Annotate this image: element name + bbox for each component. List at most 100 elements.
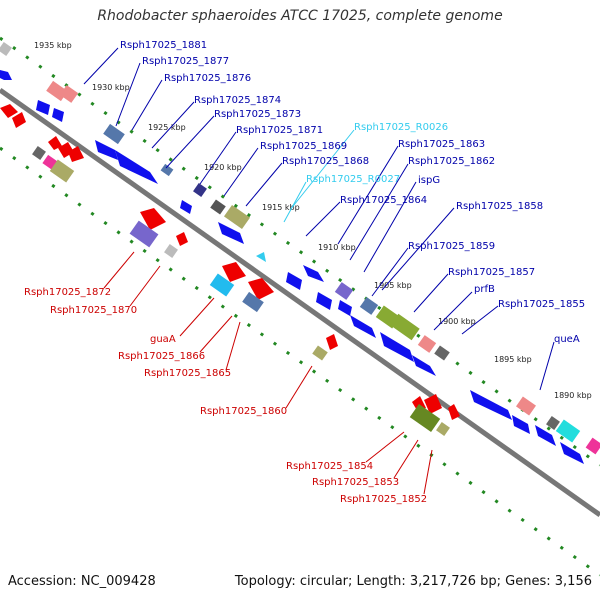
gene-block[interactable] — [312, 345, 328, 361]
gene-block[interactable] — [193, 183, 207, 197]
gene-arrow[interactable] — [424, 394, 442, 414]
gene-label[interactable]: prfB — [474, 284, 495, 295]
upper-labels: Rsph17025_1881 Rsph17025_1877 Rsph17025_… — [120, 40, 585, 345]
gene-arrow[interactable] — [36, 100, 50, 115]
gene-arrow[interactable] — [303, 265, 324, 282]
gene-arrow[interactable] — [115, 150, 158, 184]
gene-block[interactable] — [585, 437, 600, 455]
gene-label[interactable]: Rsph17025_1860 — [200, 406, 287, 417]
gene-block[interactable] — [359, 297, 379, 315]
gene-label[interactable]: Rsph17025_1864 — [340, 195, 427, 206]
gene-arrow[interactable] — [286, 272, 302, 290]
gene-label[interactable]: Rsph17025_1876 — [164, 73, 251, 84]
gene-block[interactable] — [334, 282, 354, 300]
gene-label[interactable]: Rsph17025_1859 — [408, 241, 495, 252]
gene-arrow[interactable] — [68, 146, 84, 162]
scale-label: 1910 kbp — [318, 243, 356, 252]
gene-block[interactable] — [409, 403, 441, 433]
gene-arrow[interactable] — [380, 332, 414, 362]
gene-arrow[interactable] — [448, 404, 460, 420]
gene-block[interactable] — [242, 291, 264, 313]
scale-label: 1905 kbp — [374, 281, 412, 290]
gene-label[interactable]: Rsph17025_1866 — [118, 351, 205, 362]
gene-block[interactable] — [417, 335, 437, 353]
rna-label-leaders — [283, 129, 355, 223]
gene-label[interactable]: Rsph17025_1862 — [408, 156, 495, 167]
gene-arrow[interactable] — [560, 442, 584, 464]
rna-gene-label[interactable]: Rsph17025_R0027 — [306, 174, 400, 185]
gene-label[interactable]: guaA — [150, 334, 176, 345]
gene-label[interactable]: Rsph17025_1871 — [236, 125, 323, 136]
lower-labels: Rsph17025_1872 Rsph17025_1870 guaA Rsph1… — [24, 287, 427, 505]
gene-block[interactable] — [103, 123, 125, 145]
gene-block[interactable] — [209, 273, 235, 297]
rna-gene[interactable] — [256, 252, 266, 262]
gene-label[interactable]: Rsph17025_1857 — [448, 267, 535, 278]
gene-arrow[interactable] — [222, 262, 246, 282]
gene-label[interactable]: Rsph17025_1852 — [340, 494, 427, 505]
rna-gene-label[interactable]: Rsph17025_R0026 — [354, 122, 448, 133]
gene-block[interactable] — [164, 244, 178, 258]
gene-label[interactable]: ispG — [418, 175, 440, 186]
gene-label[interactable]: Rsph17025_1874 — [194, 95, 281, 106]
gene-arrow[interactable] — [12, 112, 26, 128]
gene-arrow[interactable] — [350, 315, 376, 338]
gene-arrow[interactable] — [338, 300, 352, 316]
gene-arrow[interactable] — [48, 136, 62, 150]
gene-arrow[interactable] — [218, 222, 244, 244]
gene-block[interactable] — [160, 163, 174, 177]
gene-label[interactable]: Rsph17025_1853 — [312, 477, 399, 488]
scale-labels: 1935 kbp 1930 kbp 1925 kbp 1920 kbp 1915… — [34, 41, 592, 400]
forward-strand-genes — [0, 70, 584, 464]
gene-arrow[interactable] — [470, 390, 512, 420]
gene-arrow[interactable] — [95, 140, 118, 160]
scale-label: 1900 kbp — [438, 317, 476, 326]
rna-labels: Rsph17025_R0026 Rsph17025_R0027 — [306, 122, 448, 185]
gene-arrow[interactable] — [140, 208, 166, 230]
gene-block[interactable] — [49, 159, 75, 183]
gene-block[interactable] — [0, 42, 12, 56]
gene-arrow[interactable] — [0, 70, 12, 80]
gene-label[interactable]: Rsph17025_1872 — [24, 287, 111, 298]
gene-label[interactable]: Rsph17025_1877 — [142, 56, 229, 67]
gene-block[interactable] — [390, 313, 420, 341]
gene-block[interactable] — [436, 422, 450, 436]
gene-block[interactable] — [210, 199, 226, 215]
gene-label[interactable]: Rsph17025_1854 — [286, 461, 373, 472]
gene-arrow[interactable] — [512, 415, 530, 434]
gene-arrow[interactable] — [180, 200, 192, 214]
scale-label: 1925 kbp — [148, 123, 186, 132]
gene-block[interactable] — [555, 419, 581, 443]
map-title: Rhodobacter sphaeroides ATCC 17025, comp… — [97, 8, 503, 24]
gene-arrow[interactable] — [52, 108, 64, 122]
gene-block[interactable] — [223, 204, 251, 230]
gene-label[interactable]: Rsph17025_1881 — [120, 40, 207, 51]
scale-label: 1920 kbp — [204, 163, 242, 172]
gene-block[interactable] — [434, 345, 450, 361]
gene-label[interactable]: Rsph17025_1868 — [282, 156, 369, 167]
gene-block[interactable] — [516, 396, 536, 416]
gene-label[interactable]: Rsph17025_1858 — [456, 201, 543, 212]
gene-arrow[interactable] — [412, 355, 436, 376]
gene-block[interactable] — [32, 146, 46, 160]
genome-backbone — [0, 87, 600, 518]
gene-arrow[interactable] — [326, 334, 338, 350]
gene-block[interactable] — [59, 85, 79, 103]
gene-label[interactable]: queA — [554, 334, 580, 345]
gene-block[interactable] — [546, 416, 560, 430]
reverse-strand-genes — [0, 104, 460, 436]
gene-label[interactable]: Rsph17025_1869 — [260, 141, 347, 152]
gene-arrow[interactable] — [535, 425, 556, 446]
gene-label[interactable]: Rsph17025_1865 — [144, 368, 231, 379]
gene-arrow[interactable] — [0, 104, 18, 118]
accession-text: Accession: NC_009428 — [8, 574, 156, 589]
gene-label[interactable]: Rsph17025_1873 — [214, 109, 301, 120]
gene-arrow[interactable] — [248, 278, 274, 300]
gene-arrow[interactable] — [176, 232, 188, 246]
gene-block[interactable] — [129, 220, 159, 248]
gene-label[interactable]: Rsph17025_1863 — [398, 139, 485, 150]
scale-label: 1930 kbp — [92, 83, 130, 92]
gene-label[interactable]: Rsph17025_1870 — [50, 305, 137, 316]
gene-arrow[interactable] — [316, 292, 332, 310]
gene-label[interactable]: Rsph17025_1855 — [498, 299, 585, 310]
